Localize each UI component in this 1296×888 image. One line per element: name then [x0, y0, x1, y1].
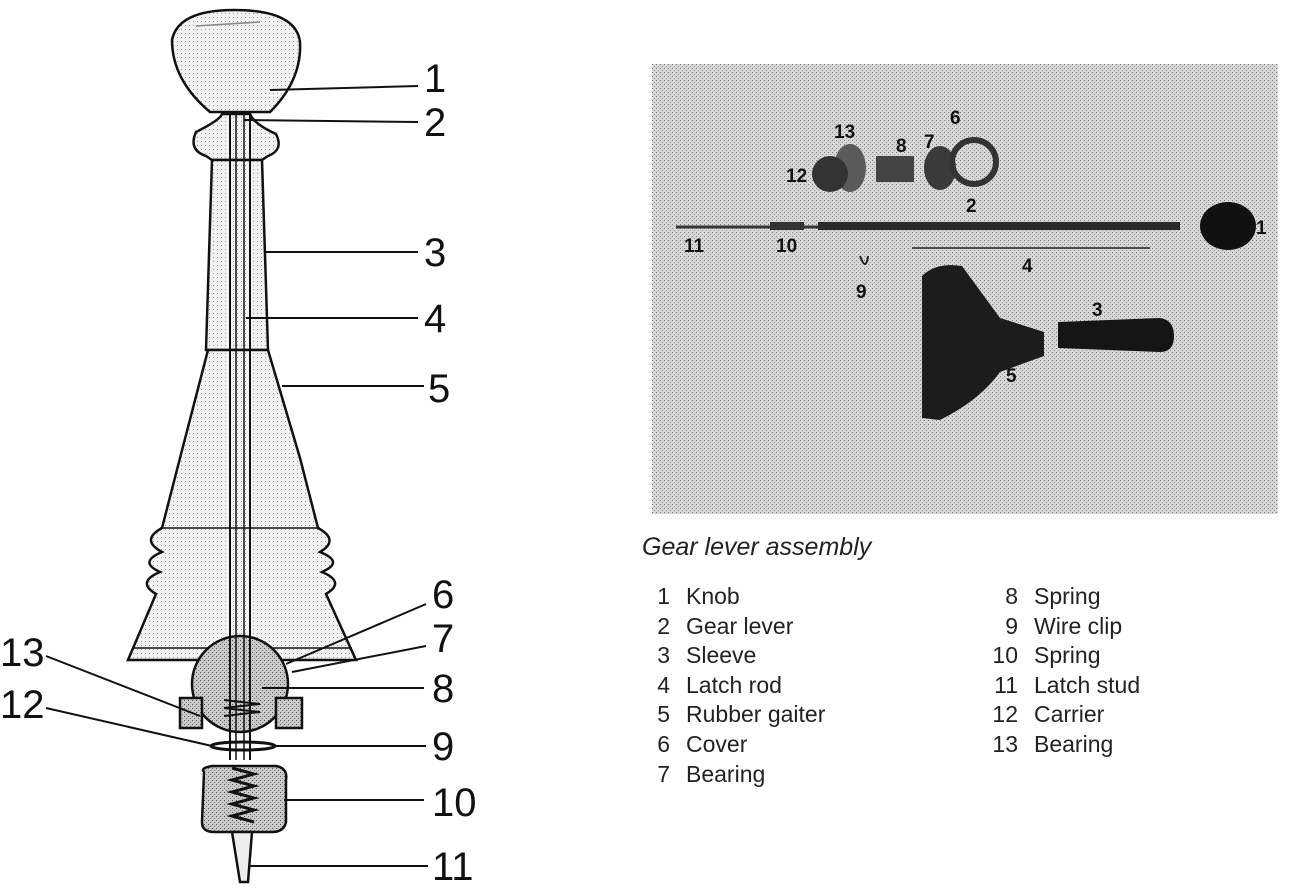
- legend-label: Cover: [686, 730, 748, 757]
- legend-number: 2: [657, 612, 670, 639]
- callout-1: 1: [424, 57, 446, 101]
- gaiter-shape: [126, 348, 358, 662]
- photo-label-2: 2: [966, 196, 977, 217]
- legend-item: 9 Wire clip: [980, 612, 1140, 642]
- photo-label-11: 11: [684, 236, 705, 257]
- legend-item: 6 Cover: [642, 730, 825, 760]
- carrier-shape: [178, 696, 304, 730]
- legend-number: 10: [992, 642, 1018, 669]
- photo-spring-8: [876, 156, 914, 182]
- callout-3: 3: [424, 231, 446, 275]
- callout-10: 10: [432, 781, 477, 825]
- callout-8: 8: [432, 667, 454, 711]
- legend-number: 1: [657, 583, 670, 609]
- exploded-photo: [652, 64, 1278, 514]
- drawing-leader-lines: [45, 85, 428, 867]
- photo-label-13: 13: [834, 122, 855, 143]
- photo-carrier-12: [812, 156, 848, 192]
- photo-label-4: 4: [1022, 256, 1033, 277]
- callout-12: 12: [0, 683, 45, 727]
- photo-wire-clip: [859, 255, 869, 265]
- callout-7: 7: [432, 617, 454, 661]
- legend-label: Latch rod: [686, 671, 782, 698]
- photo-label-8: 8: [896, 136, 907, 157]
- photo-label-5: 5: [1006, 366, 1017, 387]
- callout-6: 6: [432, 573, 454, 617]
- sectional-drawing: [126, 8, 358, 884]
- drawing-callouts: 1 2 3 4 5 6 7 8 9 10 11 12 13: [0, 57, 477, 888]
- photo-label-1: 1: [1256, 218, 1267, 239]
- callout-2: 2: [424, 101, 446, 145]
- callout-9: 9: [432, 725, 454, 769]
- photo-label-10: 10: [776, 236, 797, 257]
- photo-label-12: 12: [786, 166, 807, 187]
- photo-cover-6: [949, 137, 999, 187]
- legend-item: 10 Spring: [980, 641, 1140, 671]
- knob-shape: [170, 8, 302, 114]
- photo-labels: 1 2 3 4 5 6 7 8 9 10 11 12 13: [684, 108, 1267, 387]
- legend-number: 9: [1005, 612, 1018, 639]
- lower-spring-shape: [226, 766, 260, 824]
- legend-item: 2 Gear lever: [642, 612, 825, 642]
- spring-housing: [200, 764, 288, 834]
- sleeve-shape: [204, 158, 270, 352]
- legend-number: 6: [657, 730, 670, 757]
- legend-label: Spring: [1034, 583, 1101, 609]
- legend-label: Carrier: [1034, 701, 1105, 728]
- latch-stud-shape: [230, 830, 254, 884]
- photo-knob: [1200, 202, 1256, 250]
- legend-label: Sleeve: [686, 642, 757, 669]
- callout-11: 11: [432, 845, 474, 888]
- photo-lever-rod: [818, 222, 1180, 230]
- legend-label: Knob: [686, 583, 740, 609]
- legend-label: Latch stud: [1034, 671, 1141, 698]
- photo-spring-10: [770, 222, 804, 230]
- legend-number: 8: [1005, 583, 1018, 609]
- legend-item: 1 Knob: [642, 582, 825, 612]
- bearing-housing: [190, 634, 290, 734]
- legend-label: Gear lever: [686, 612, 794, 639]
- photo-gaiter: [922, 265, 1044, 420]
- legend-label: Spring: [1034, 642, 1101, 669]
- photo-label-3: 3: [1092, 300, 1103, 321]
- legend-item: 8 Spring: [980, 582, 1140, 612]
- legend-number: 13: [992, 730, 1018, 757]
- wire-clip-shape: [209, 740, 277, 752]
- photo-label-7: 7: [924, 132, 935, 153]
- legend-number: 12: [992, 701, 1018, 728]
- photo-label-6: 6: [950, 108, 961, 129]
- legend-number: 3: [657, 642, 670, 669]
- legend-number: 7: [657, 760, 670, 787]
- legend-item: 7 Bearing: [642, 760, 825, 790]
- legend-number: 11: [994, 671, 1018, 698]
- legend-number: 5: [657, 701, 670, 728]
- legend-item: 4 Latch rod: [642, 671, 825, 701]
- callout-4: 4: [424, 297, 446, 341]
- figure-caption: Gear lever assembly: [642, 533, 872, 561]
- callout-5: 5: [428, 367, 450, 411]
- photo-bearing-7: [924, 146, 956, 190]
- legend-label: Wire clip: [1034, 612, 1123, 639]
- legend-item: 11 Latch stud: [980, 671, 1140, 701]
- legend-item: 12 Carrier: [980, 700, 1140, 730]
- legend-item: 5 Rubber gaiter: [642, 700, 825, 730]
- legend-label: Rubber gaiter: [686, 701, 826, 728]
- legend-left: 1 Knob 2 Gear lever 3 Sleeve 4 Latch rod 5 Ru…: [642, 582, 825, 789]
- photo-sleeve: [1058, 318, 1174, 352]
- callout-13: 13: [0, 631, 45, 675]
- photo-label-9: 9: [856, 282, 867, 303]
- legend-label: Bearing: [686, 760, 766, 787]
- legend-label: Bearing: [1034, 730, 1114, 757]
- legend-item: 13 Bearing: [980, 730, 1140, 760]
- legend-item: 3 Sleeve: [642, 641, 825, 671]
- legend-number: 4: [657, 671, 670, 698]
- upper-spring-shape: [223, 699, 261, 717]
